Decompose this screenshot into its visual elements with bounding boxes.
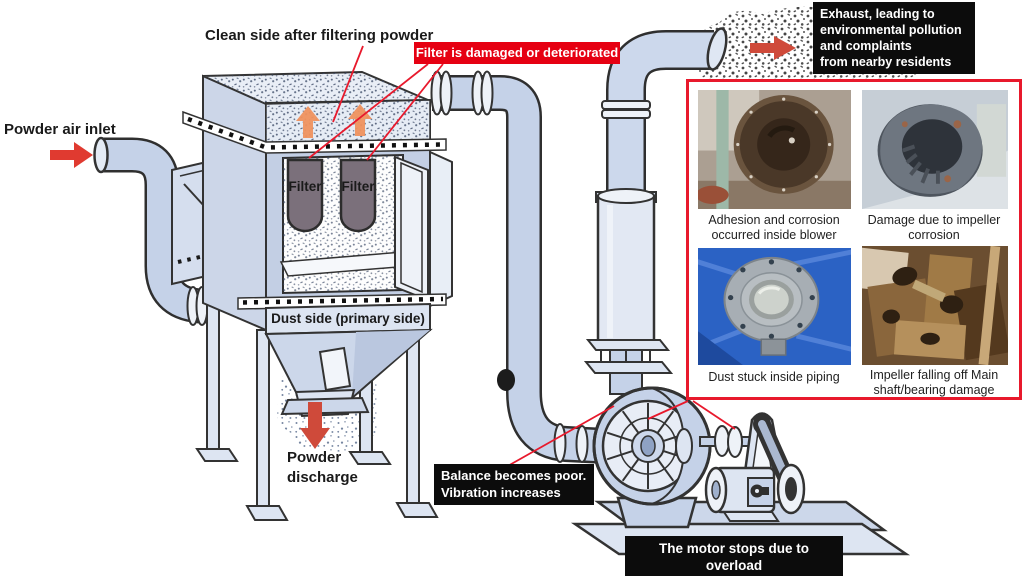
motor xyxy=(704,466,780,522)
balance-callout: Balance becomes poor. Vibration increase… xyxy=(434,464,594,506)
powder-air-inlet-label: Powder air inlet xyxy=(4,121,116,138)
discharge-arrow-icon xyxy=(300,402,330,449)
motor-overload-callout: The motor stops due to overload xyxy=(625,536,843,576)
hopper-gate xyxy=(318,346,352,392)
blower xyxy=(592,386,712,529)
outlet-pipe xyxy=(430,70,607,464)
photo-corroded-impeller xyxy=(862,90,1008,209)
filter-bag-left xyxy=(286,158,324,233)
filter-chamber-cutaway xyxy=(279,153,429,302)
exhaust-arrow-icon xyxy=(750,36,796,60)
photo-dust-in-piping xyxy=(698,248,851,365)
caption-dust-in-piping: Dust stuck inside piping xyxy=(708,370,840,384)
photo-impeller-falling-off xyxy=(862,246,1008,365)
exhaust-callout: Exhaust, leading to environmental pollut… xyxy=(813,2,975,74)
caption-blower-interior: Adhesion and corrosion occurred inside b… xyxy=(708,213,840,242)
filter-right-label: Filter xyxy=(341,179,375,194)
impeller xyxy=(601,399,695,493)
access-door xyxy=(394,155,429,302)
damage-photo-panel: Adhesion and corrosion occurred inside b… xyxy=(686,79,1022,400)
coupling-disc xyxy=(727,426,743,458)
exhaust-outlet-opening xyxy=(706,27,728,71)
clean-side-label: Clean side after filtering powder xyxy=(205,27,434,44)
caption-impeller-corrosion: Damage due to impeller corrosion xyxy=(867,213,1001,242)
connector-lines xyxy=(308,45,736,468)
powder-discharge-label: Powder discharge xyxy=(287,449,358,487)
filter-bag-right xyxy=(339,158,377,233)
dust-collector xyxy=(171,70,453,521)
caption-impeller-falling: Impeller falling off Main shaft/bearing … xyxy=(869,368,999,397)
pipe-damper-knob xyxy=(497,369,515,391)
filter-damaged-callout: Filter is damaged or deteriorated xyxy=(414,42,620,64)
inlet-arrow-icon xyxy=(50,142,93,168)
exhaust-stack xyxy=(583,27,728,395)
dust-side-label: Dust side (primary side) xyxy=(271,311,425,326)
filter-left-label: Filter xyxy=(288,179,322,194)
photo-blower-interior xyxy=(698,90,851,209)
drive-train xyxy=(699,412,806,522)
coupling-disc xyxy=(714,425,730,457)
